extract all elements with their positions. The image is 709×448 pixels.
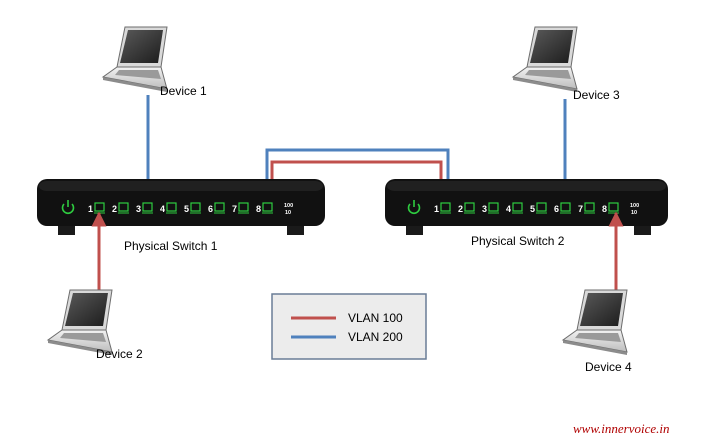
device-1-label: Device 1 (160, 84, 207, 98)
port-number: 4 (160, 204, 165, 214)
trunk-link-vlan200 (259, 148, 456, 202)
watermark: www.innervoice.in (573, 421, 670, 436)
port-number: 2 (458, 204, 463, 214)
port-number: 3 (136, 204, 141, 214)
legend-label-vlan200: VLAN 200 (348, 330, 403, 344)
port-number: 4 (506, 204, 511, 214)
port-icon (166, 202, 177, 212)
legend-label-vlan100: VLAN 100 (348, 311, 403, 325)
switch-1-label: Physical Switch 1 (124, 239, 218, 253)
port-icon (214, 202, 225, 212)
port-icon (512, 202, 523, 212)
port-icon (464, 202, 475, 212)
legend: VLAN 100 VLAN 200 (271, 293, 427, 360)
port-number: 7 (578, 204, 583, 214)
port-number: 1 (434, 204, 439, 214)
power-icon (61, 200, 75, 215)
port-number: 6 (554, 204, 559, 214)
port-icon (536, 202, 547, 212)
port-icon (142, 202, 153, 212)
port-icon (190, 202, 201, 212)
laptop-icon (562, 289, 628, 356)
device-4-label: Device 4 (585, 360, 632, 374)
port-number: 1 (88, 204, 93, 214)
device-3-label: Device 3 (573, 88, 620, 102)
port-icon (238, 202, 249, 212)
port-number: 5 (184, 204, 189, 214)
port-icon (488, 202, 499, 212)
speed-label-10: 10 (631, 210, 637, 216)
laptop-icon (512, 26, 578, 93)
speed-label-100: 100 (630, 203, 639, 209)
port-icon (118, 202, 129, 212)
speed-label-100: 100 (284, 203, 293, 209)
laptop-icon (47, 289, 113, 356)
switch-2-label: Physical Switch 2 (471, 234, 565, 248)
port-icon (262, 202, 273, 212)
port-icon (440, 202, 451, 212)
laptop-icon (102, 26, 168, 93)
power-icon (407, 200, 421, 215)
port-icon (584, 202, 595, 212)
port-icon (608, 202, 619, 212)
port-number: 7 (232, 204, 237, 214)
port-number: 5 (530, 204, 535, 214)
port-number: 6 (208, 204, 213, 214)
speed-label-10: 10 (285, 210, 291, 216)
device-2-label: Device 2 (96, 347, 143, 361)
port-icon (94, 202, 105, 212)
port-number: 2 (112, 204, 117, 214)
port-icon (560, 202, 571, 212)
port-number: 8 (602, 204, 607, 214)
port-number: 8 (256, 204, 261, 214)
port-number: 3 (482, 204, 487, 214)
